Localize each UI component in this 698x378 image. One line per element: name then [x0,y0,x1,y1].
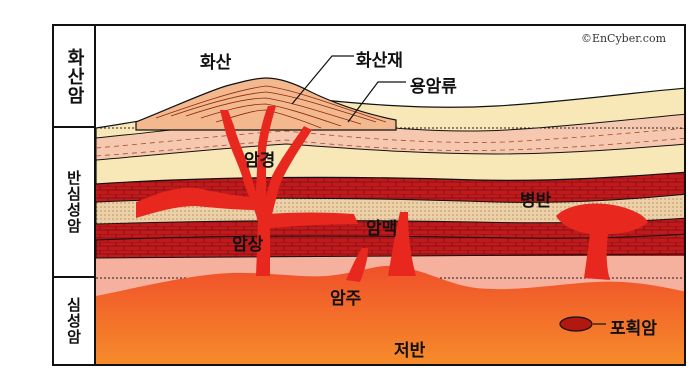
cross-section-illustration [96,26,686,364]
zone-volcanic-rock: 화산암 [54,26,94,128]
zone-volcanic-label: 화산암 [61,48,87,105]
zone-hypabyssal-rock: 반심성암 [54,128,94,278]
label-stock: 암주 [330,284,361,309]
label-dike: 암맥 [366,214,397,239]
label-batholith: 저반 [394,336,425,361]
zone-plutonic-rock: 심성암 [54,278,94,364]
label-xenolith: 포획암 [610,314,657,339]
label-sheet: 암상 [232,230,263,255]
copyright-text: ©EnCyber.com [581,32,666,45]
label-lava-flow: 용암류 [410,72,457,97]
label-volcano: 화산 [200,48,231,73]
label-sill: 암경 [244,146,275,171]
xenolith-blob [560,317,592,331]
diagram-frame: 화산암 반심성암 심성암 [52,24,686,366]
label-laccolith: 병반 [520,186,551,211]
zone-plutonic-label: 심성암 [64,297,85,345]
rock-type-column: 화산암 반심성암 심성암 [54,26,96,364]
zone-hypabyssal-label: 반심성암 [64,170,85,234]
label-volcanic-ash: 화산재 [356,46,403,71]
